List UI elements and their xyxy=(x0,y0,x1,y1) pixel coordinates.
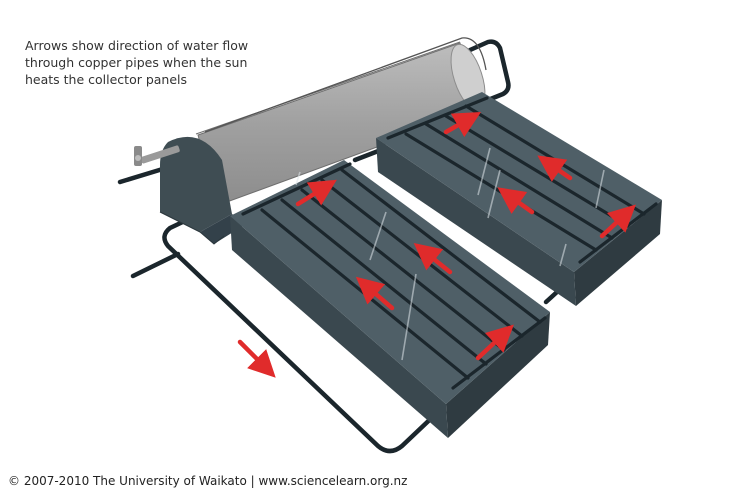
arrow-icon xyxy=(443,111,482,138)
arrow-icon xyxy=(537,155,573,182)
flow-arrows xyxy=(237,111,636,378)
copyright-notice: © 2007-2010 The University of Waikato | … xyxy=(8,474,408,488)
outlet-pipe xyxy=(117,165,169,185)
diagram-caption: Arrows show direction of water flow thro… xyxy=(25,37,305,88)
caption-line-3: heats the collector panels xyxy=(25,72,188,87)
tap-icon xyxy=(134,145,180,166)
caption-line-1: Arrows show direction of water flow xyxy=(25,38,249,53)
arrow-icon xyxy=(497,187,535,215)
inlet-pipe xyxy=(130,251,181,279)
arrow-icon xyxy=(599,204,636,239)
arrow-icon xyxy=(237,339,276,378)
top-pipe xyxy=(467,39,511,107)
caption-line-2: through copper pipes when the sun xyxy=(25,55,248,70)
return-pipe xyxy=(162,207,443,454)
arrow-icon xyxy=(355,276,395,311)
collector-panel-left xyxy=(230,160,550,438)
arrow-icon xyxy=(475,324,514,361)
arrow-icon xyxy=(413,242,453,275)
arrow-icon xyxy=(295,179,337,207)
